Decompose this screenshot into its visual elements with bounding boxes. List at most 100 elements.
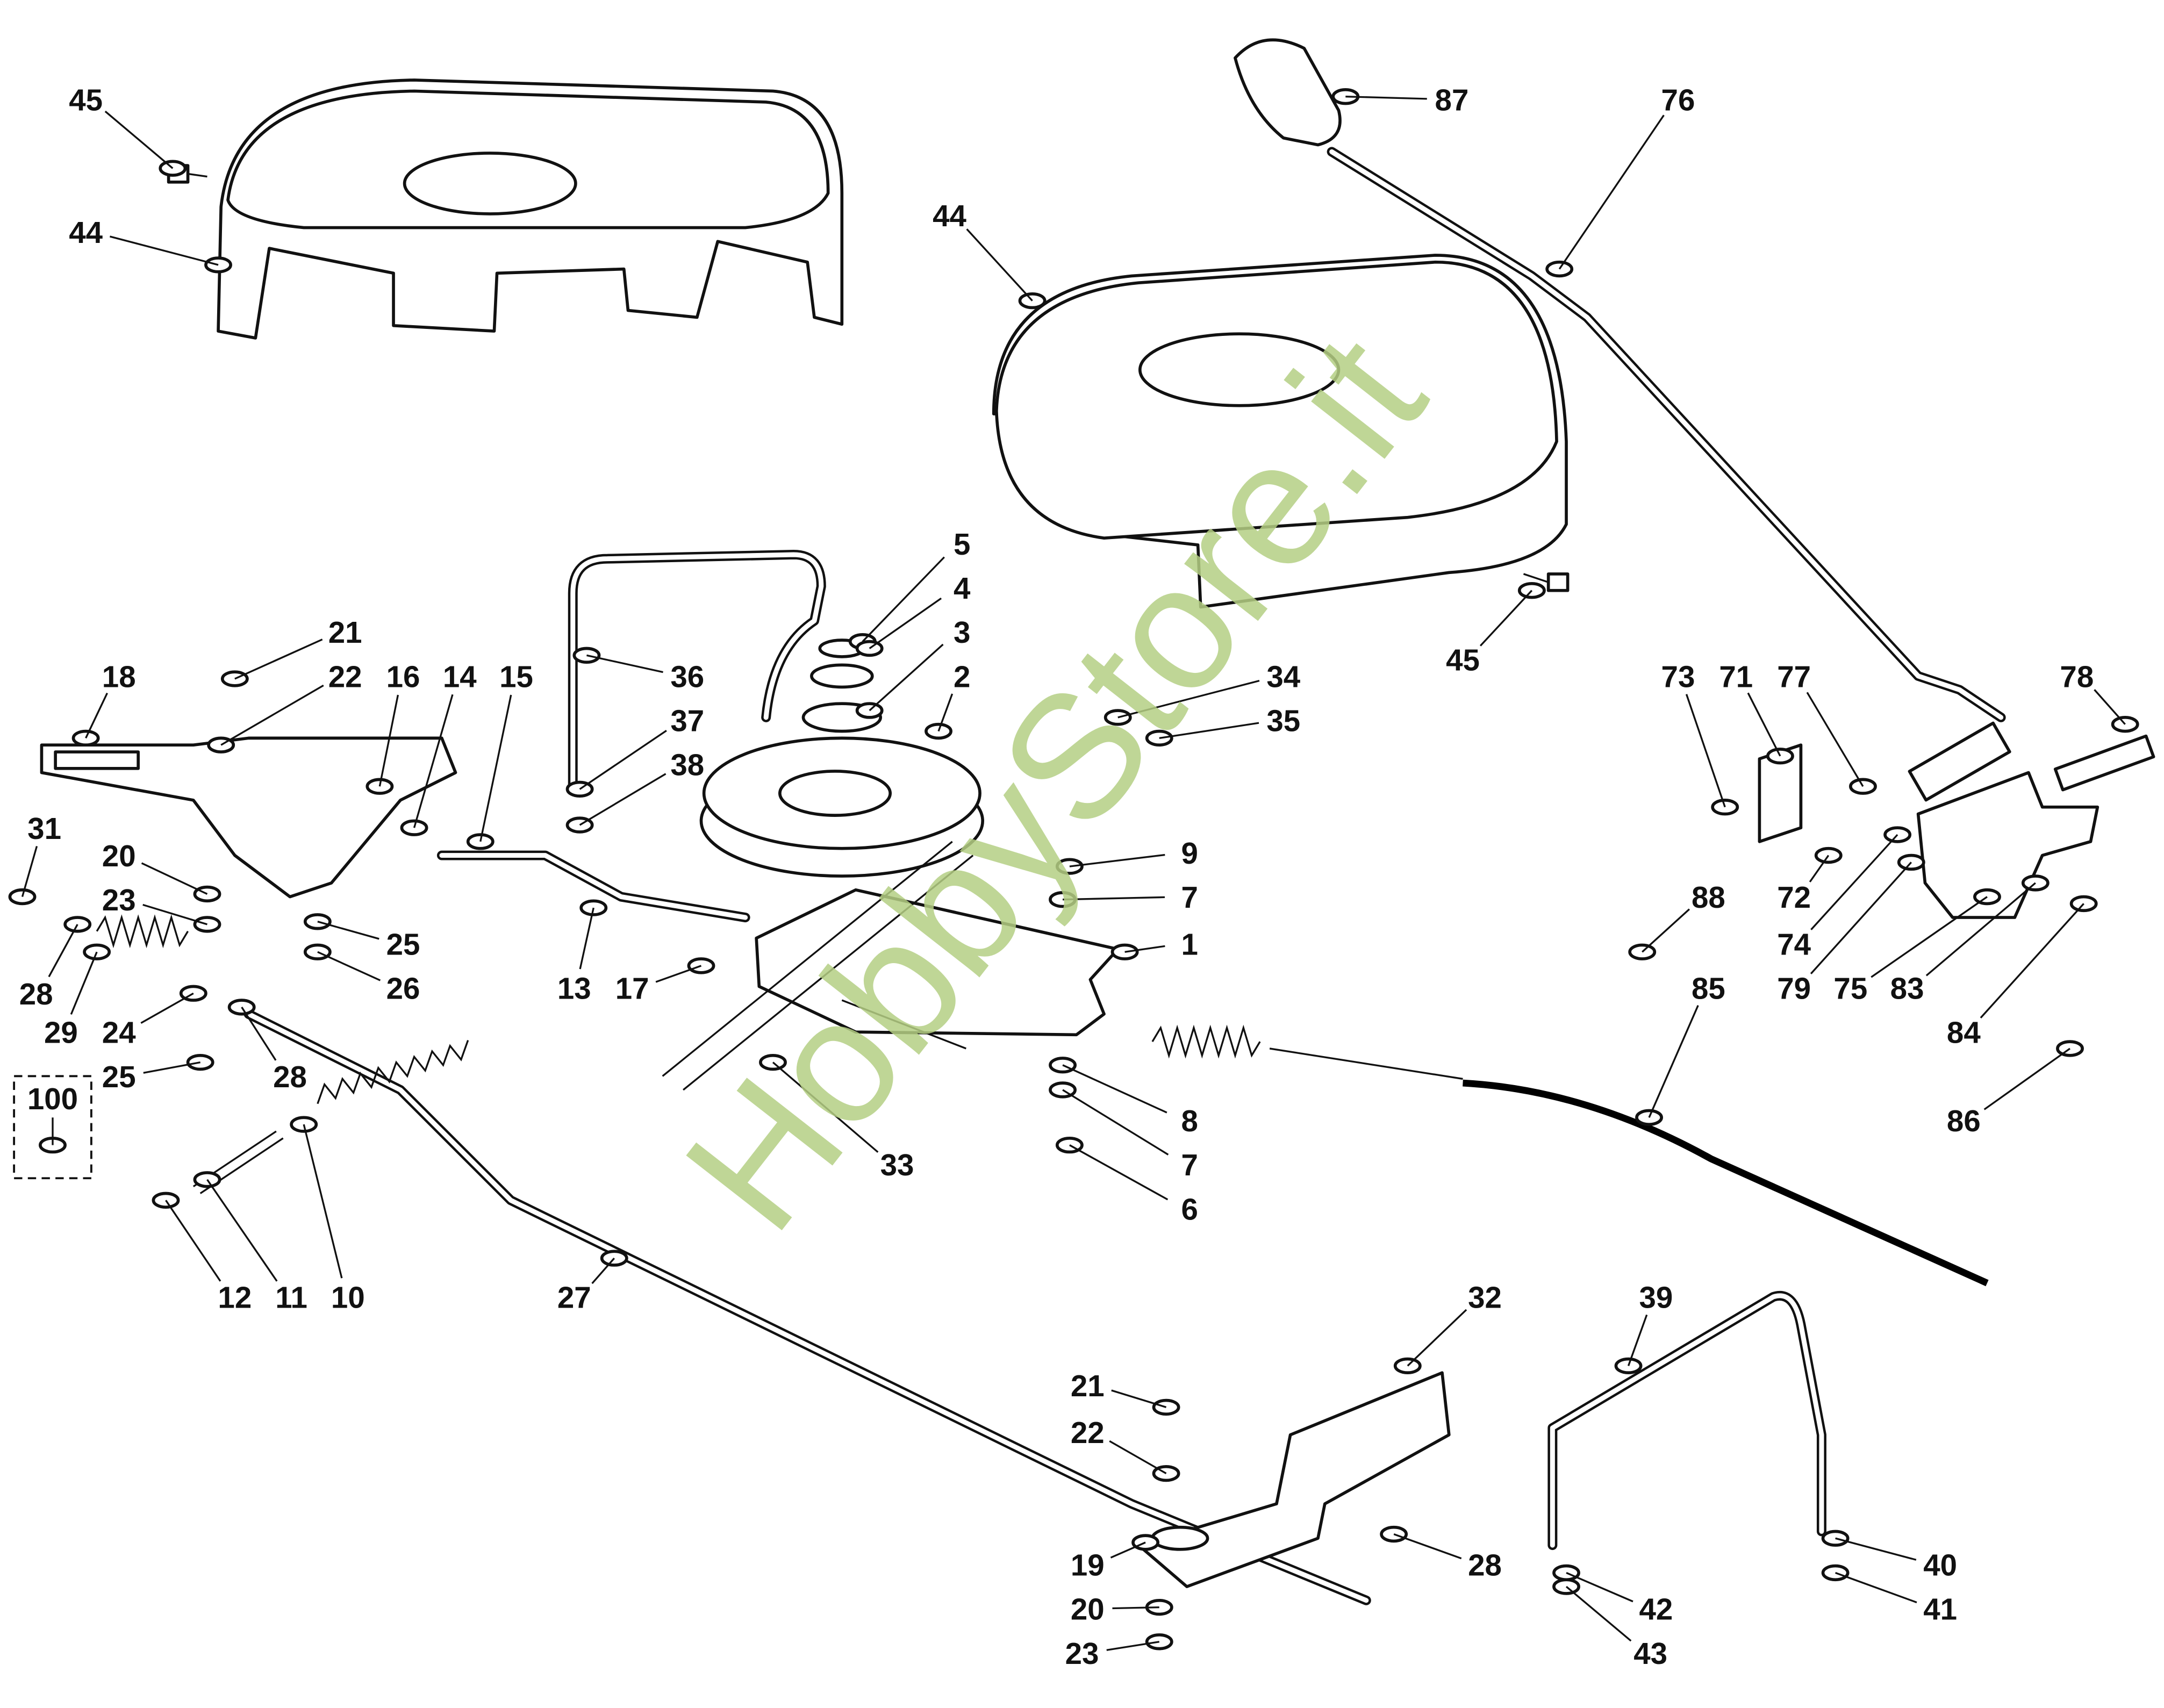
leader-line [1063, 896, 1165, 901]
leader-line [869, 643, 944, 712]
bolt-78 [2053, 734, 2155, 792]
belt-33 [662, 841, 974, 1091]
callout-7: 7 [1181, 880, 1198, 914]
screw-45-right [1523, 572, 1570, 592]
part-21 [1152, 1398, 1180, 1416]
leader-line [1685, 694, 1726, 808]
callout-31: 31 [27, 812, 61, 845]
callout-1: 1 [1181, 927, 1198, 961]
leader-line [1558, 114, 1665, 270]
callout-77: 77 [1777, 659, 1811, 693]
leader-line [109, 235, 219, 266]
callout-6: 6 [1181, 1192, 1198, 1226]
spring-29 [96, 914, 189, 949]
callout-21: 21 [328, 615, 362, 649]
callout-28: 28 [1468, 1548, 1502, 1582]
leader-line [1566, 1571, 1633, 1603]
leader-line [85, 692, 108, 739]
leader-line [104, 110, 174, 169]
callout-88: 88 [1692, 880, 1725, 914]
clutch-pulley [699, 638, 984, 878]
leader-line [1393, 1533, 1462, 1560]
leader-line [1925, 882, 2036, 977]
belt-cover-left [217, 78, 844, 340]
callout-38: 38 [670, 748, 704, 782]
leader-line [591, 1258, 615, 1284]
leader-line [1809, 855, 1830, 882]
callout-23: 23 [1065, 1637, 1099, 1670]
callout-44: 44 [933, 199, 966, 233]
leader-line [479, 694, 512, 842]
callout-11: 11 [275, 1281, 307, 1315]
callout-75: 75 [1833, 972, 1867, 1006]
leader-line [1110, 1541, 1146, 1559]
callout-72: 72 [1777, 880, 1811, 914]
leader-line [70, 951, 98, 1015]
callout-16: 16 [386, 659, 420, 693]
cable-85 [1463, 1079, 1989, 1287]
bracket-18 [40, 736, 457, 899]
part-85 [1635, 1109, 1663, 1126]
callout-34: 34 [1266, 659, 1300, 693]
leader-line [1106, 1641, 1160, 1651]
callout-42: 42 [1639, 1592, 1673, 1626]
leader-line [165, 1200, 221, 1282]
callout-20: 20 [1071, 1592, 1105, 1626]
callout-3: 3 [954, 615, 970, 649]
callout-73: 73 [1661, 659, 1695, 693]
leader-line [1111, 1389, 1167, 1408]
leader-line [1109, 1440, 1167, 1475]
part-84 [2069, 895, 2098, 913]
leader-line [234, 638, 323, 680]
callout-14: 14 [443, 659, 477, 693]
leader-line [48, 924, 78, 978]
leader-line [206, 1179, 278, 1282]
callout-85: 85 [1692, 972, 1725, 1006]
callout-83: 83 [1890, 972, 1924, 1006]
callout-71: 71 [1719, 659, 1753, 693]
leader-line [1069, 1144, 1169, 1201]
leader-line [1642, 908, 1690, 953]
callout-44: 44 [69, 216, 103, 249]
bracket-right [1916, 771, 2099, 919]
callout-40: 40 [1923, 1548, 1957, 1582]
callout-21: 21 [1071, 1369, 1105, 1403]
callout-24: 24 [102, 1016, 136, 1050]
leader-line [1062, 1064, 1167, 1114]
callout-28: 28 [273, 1060, 307, 1094]
part-86 [2056, 1040, 2084, 1057]
leader-line [413, 694, 454, 828]
leader-line [1479, 590, 1533, 647]
belt-cover-right [992, 254, 1568, 609]
callout-18: 18 [102, 659, 136, 693]
callout-27: 27 [557, 1281, 591, 1315]
callout-78: 78 [2060, 659, 2094, 693]
leader-line [317, 921, 379, 940]
callout-22: 22 [1071, 1416, 1105, 1449]
leader-lines [21, 96, 2126, 1651]
leader-line [579, 773, 667, 826]
callout-7: 7 [1181, 1148, 1198, 1182]
callout-86: 86 [1947, 1104, 1981, 1138]
leader-line [1835, 1571, 1917, 1604]
leader-line [142, 903, 207, 925]
callout-74: 74 [1777, 927, 1811, 961]
leader-line [1062, 1089, 1169, 1156]
callout-25: 25 [102, 1060, 136, 1094]
leader-line [1871, 896, 1988, 978]
leader-line [241, 1007, 277, 1061]
callout-79: 79 [1777, 972, 1811, 1006]
leader-line [1407, 1309, 1467, 1367]
leader-line [579, 730, 667, 790]
leader-line [1747, 692, 1781, 757]
leader-line [1810, 862, 1912, 974]
part-79 [1897, 853, 1925, 871]
leader-line [1069, 853, 1165, 867]
callout-84: 84 [1947, 1016, 1981, 1050]
callout-39: 39 [1639, 1281, 1673, 1315]
leader-line [2094, 689, 2126, 725]
leader-line [1159, 722, 1259, 740]
leader-line [21, 845, 38, 898]
callout-15: 15 [499, 659, 533, 693]
